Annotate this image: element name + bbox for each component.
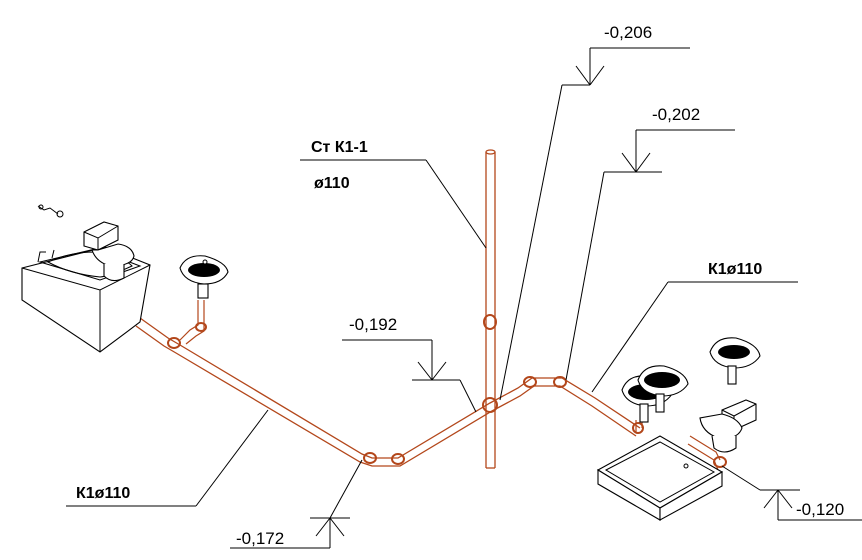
elevation-label-202: -0,202 <box>652 105 700 124</box>
elevation-label-120: -0,120 <box>796 500 844 519</box>
fitting <box>713 456 727 468</box>
fitting <box>523 376 537 388</box>
elevation-label-172: -0,172 <box>236 529 284 548</box>
main-pipe-run <box>135 317 641 467</box>
washbasin-icon <box>637 365 689 413</box>
annotation-leaders <box>66 47 862 549</box>
toilet-icon <box>83 221 135 282</box>
fitting <box>195 322 207 332</box>
washbasin-icon <box>709 337 761 385</box>
riser-label: Ст К1-1 <box>311 139 368 156</box>
fitting <box>363 452 377 464</box>
fitting <box>483 314 497 330</box>
bathtub-icon <box>21 246 151 353</box>
pipe-fittings <box>167 314 727 468</box>
elevation-label-206: -0,206 <box>604 23 652 42</box>
riser-pipe <box>485 149 496 469</box>
washbasin-icon <box>179 255 229 299</box>
fitting <box>391 453 405 465</box>
pipe-network <box>135 149 727 471</box>
pipe-label-right: К1ø110 <box>708 261 762 278</box>
fitting <box>632 422 644 434</box>
faucet-icon <box>37 204 64 218</box>
fitting <box>167 337 181 349</box>
fitting <box>482 397 498 413</box>
elevation-label-192: -0,192 <box>349 315 397 334</box>
pipe-label-left: К1ø110 <box>76 485 130 502</box>
riser-diameter-label: ø110 <box>314 175 350 192</box>
shower-tray-icon <box>596 435 724 521</box>
toilet-icon <box>699 399 757 453</box>
fitting <box>553 376 567 388</box>
